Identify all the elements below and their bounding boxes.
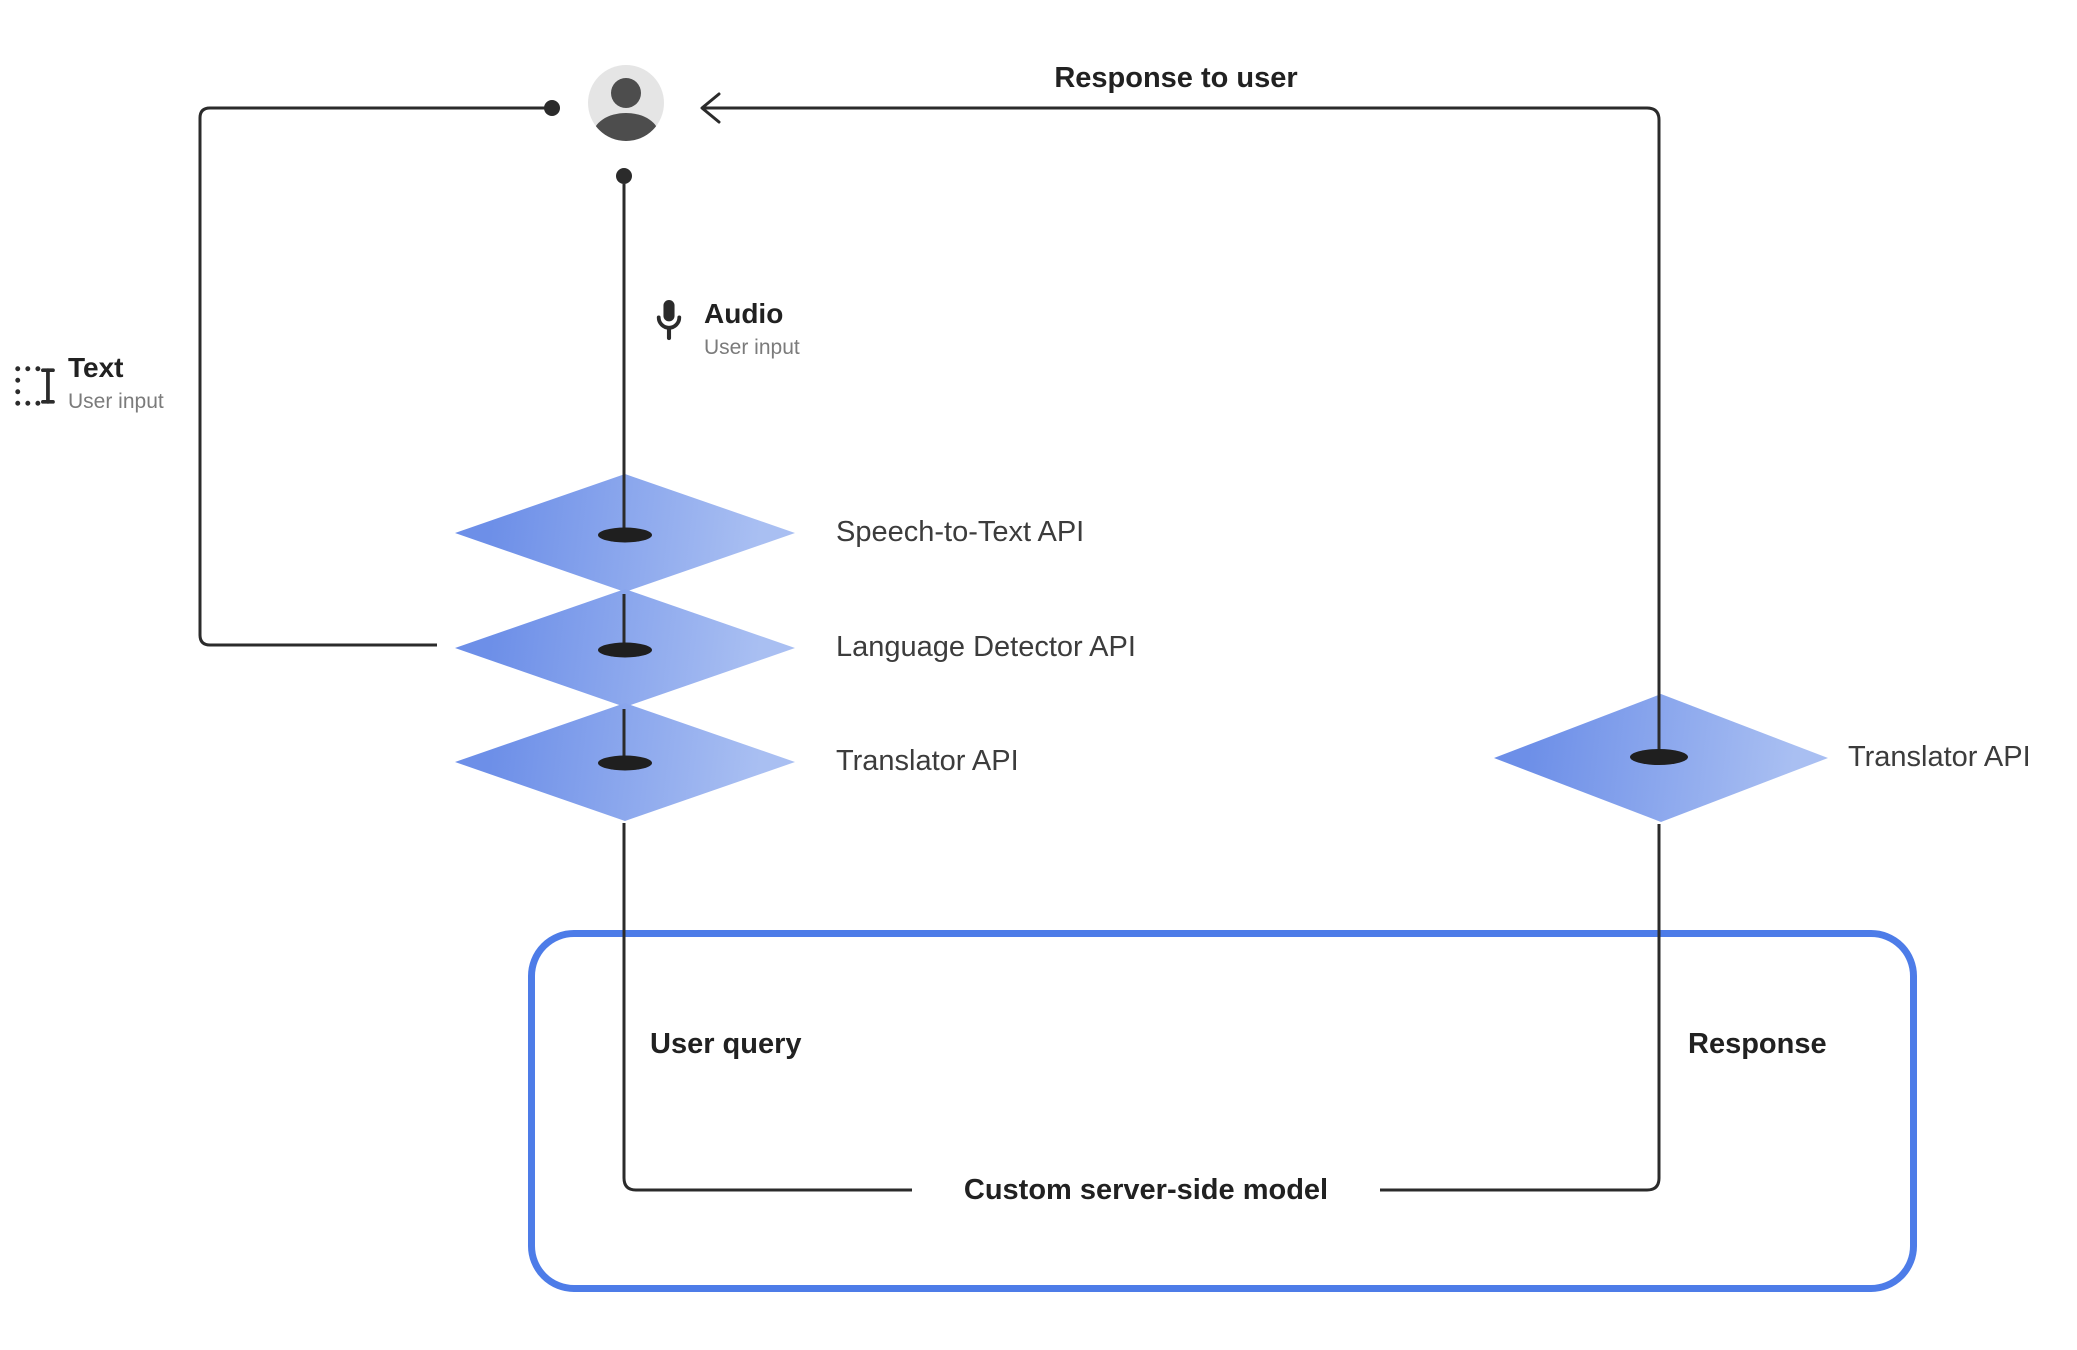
hole-translator <box>598 755 652 771</box>
text-loop-line <box>198 106 552 647</box>
speech-to-text-api-label: Speech-to-Text API <box>836 516 1085 548</box>
response-to-user-label: Response to user <box>1054 62 1298 94</box>
right-translator-api-label: Translator API <box>1848 741 2031 773</box>
translator-api-label: Translator API <box>836 745 1019 777</box>
text-input-title: Text <box>68 352 124 383</box>
hole-language-detector <box>598 642 652 658</box>
text-select-icon <box>15 366 55 406</box>
arrowhead-left-icon <box>700 92 721 124</box>
audio-dot <box>616 168 632 184</box>
text-input-subtitle: User input <box>68 390 164 413</box>
microphone-icon <box>656 300 682 341</box>
response-line <box>703 106 1661 750</box>
hole-right-translator <box>1630 749 1688 765</box>
avatar-shoulders <box>593 113 659 141</box>
custom-server-box <box>528 930 1917 1292</box>
avatar-head <box>611 78 641 108</box>
text-loop-dot <box>544 100 560 116</box>
custom-server-model-label: Custom server-side model <box>963 1174 1329 1206</box>
hole-speech-to-text <box>598 527 652 543</box>
audio-input-title: Audio <box>704 298 784 329</box>
audio-input-subtitle: User input <box>704 336 800 359</box>
language-detector-api-label: Language Detector API <box>836 631 1136 663</box>
user-avatar <box>588 65 664 141</box>
response-out-line <box>1380 824 1661 1192</box>
user-query-line <box>622 823 912 1192</box>
user-query-label: User query <box>650 1028 802 1060</box>
response-label: Response <box>1688 1028 1827 1060</box>
